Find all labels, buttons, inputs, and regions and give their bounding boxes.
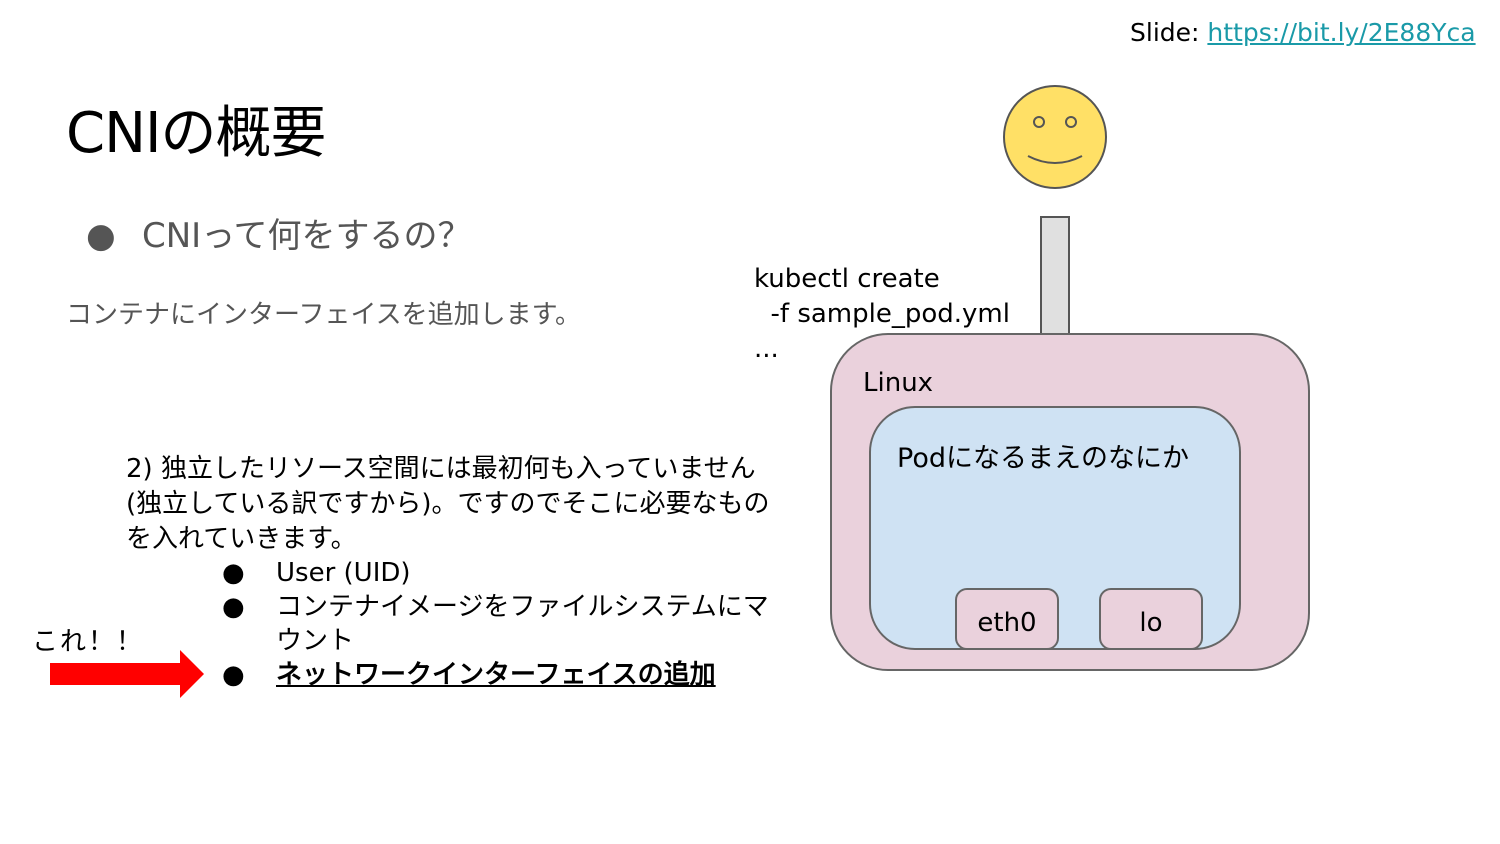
requirement-list: ● User (UID) ● コンテナイメージをファイルシステムにマウント ● … xyxy=(222,556,782,692)
main-bullet: ● CNIって何をするの？ xyxy=(86,208,472,257)
list-bullet: ● xyxy=(222,660,245,690)
slide-title: CNIの概要 xyxy=(66,101,327,166)
list-item-text: コンテナイメージをファイルシステムにマウント xyxy=(276,592,769,656)
explanation-paragraph: 2) 独立したリソース空間には最初何も入っていません(独立している訳ですから)。… xyxy=(126,454,770,554)
summary-text: コンテナにインターフェイスを追加します。 xyxy=(66,300,582,330)
pod-label: Podになるまえのなにか xyxy=(897,443,1189,474)
explanation-text: 2) 独立したリソース空間には最初何も入っていません(独立している訳ですから)。… xyxy=(126,452,786,557)
list-bullet: ● xyxy=(222,558,245,588)
slide-reference: Slide: https://bit.ly/2E88Yca xyxy=(1130,18,1476,47)
list-item-highlighted: ● ネットワークインターフェイスの追加 xyxy=(222,658,782,692)
red-arrow-icon xyxy=(50,650,204,698)
slide-link[interactable]: https://bit.ly/2E88Yca xyxy=(1207,18,1476,47)
list-item-text: ネットワークインターフェイスの追加 xyxy=(276,660,716,690)
list-item-text: User (UID) xyxy=(276,558,411,588)
bullet-marker: ● xyxy=(86,216,116,256)
bullet-text: CNIって何をするの？ xyxy=(142,216,472,256)
slide-ref-label: Slide: xyxy=(1130,18,1208,47)
list-item: ● コンテナイメージをファイルシステムにマウント xyxy=(222,590,782,658)
linux-label: Linux xyxy=(863,368,934,398)
list-item: ● User (UID) xyxy=(222,556,782,590)
interface-lo: lo xyxy=(1099,588,1203,650)
interface-eth0: eth0 xyxy=(955,588,1059,650)
smiley-face-icon xyxy=(1003,85,1107,189)
list-bullet: ● xyxy=(222,592,245,622)
kubectl-command: kubectl create -f sample_pod.yml ... xyxy=(754,264,1010,364)
callout-label: これ！！ xyxy=(32,627,145,657)
